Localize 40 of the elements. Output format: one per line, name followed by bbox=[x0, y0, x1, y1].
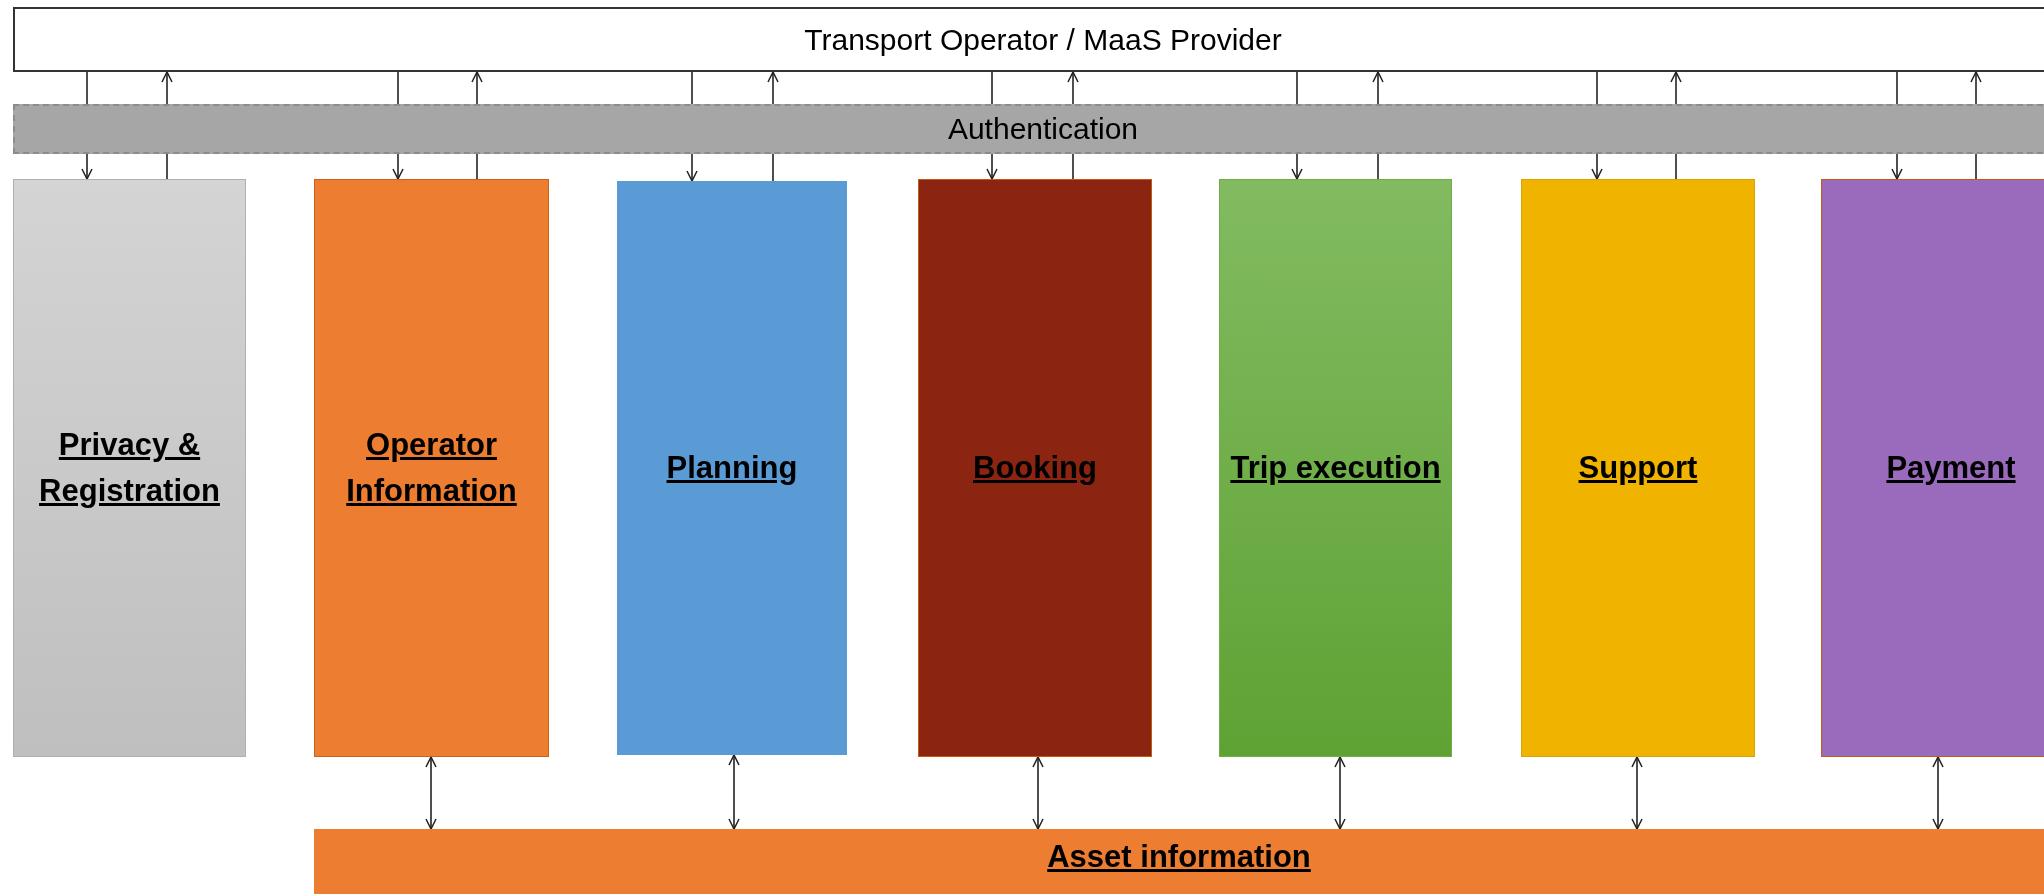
header-label: Transport Operator / MaaS Provider bbox=[804, 22, 1282, 57]
column-title: Support bbox=[1578, 448, 1698, 487]
authentication-band bbox=[13, 104, 2044, 154]
arrow bbox=[161, 71, 173, 105]
band-label: Authentication bbox=[947, 112, 1139, 146]
band-label: Asset information bbox=[1047, 839, 1311, 875]
arrow bbox=[1032, 756, 1044, 830]
column-title: Planning bbox=[666, 448, 798, 487]
arrow bbox=[392, 153, 404, 180]
service-column bbox=[918, 179, 1152, 757]
arrow bbox=[1067, 71, 1079, 105]
service-column bbox=[1821, 179, 2044, 757]
header-box bbox=[13, 7, 2044, 72]
arrow bbox=[686, 153, 698, 182]
arrow bbox=[1334, 756, 1346, 830]
arrow bbox=[1891, 153, 1903, 180]
arrow bbox=[767, 71, 779, 105]
column-title: Payment bbox=[1886, 448, 2016, 487]
column-title: Operator Information bbox=[345, 425, 518, 510]
arrow bbox=[1970, 71, 1982, 105]
service-column bbox=[617, 181, 847, 755]
service-column bbox=[13, 179, 246, 757]
arrow bbox=[986, 153, 998, 180]
arrow bbox=[1291, 153, 1303, 180]
arrow bbox=[1631, 756, 1643, 830]
service-column bbox=[1521, 179, 1755, 757]
arrow bbox=[1372, 71, 1384, 105]
service-column bbox=[1219, 179, 1452, 757]
arrow bbox=[728, 754, 740, 830]
arrow bbox=[81, 153, 93, 180]
service-column bbox=[314, 179, 549, 757]
arrow bbox=[471, 71, 483, 105]
arrow bbox=[425, 756, 437, 830]
arrow bbox=[1670, 71, 1682, 105]
arrow bbox=[1591, 153, 1603, 180]
column-title: Trip execution bbox=[1230, 448, 1441, 487]
column-title: Privacy & Registration bbox=[38, 425, 221, 510]
asset-band bbox=[314, 829, 2044, 894]
column-title: Booking bbox=[973, 448, 1097, 487]
arrow bbox=[1932, 756, 1944, 830]
